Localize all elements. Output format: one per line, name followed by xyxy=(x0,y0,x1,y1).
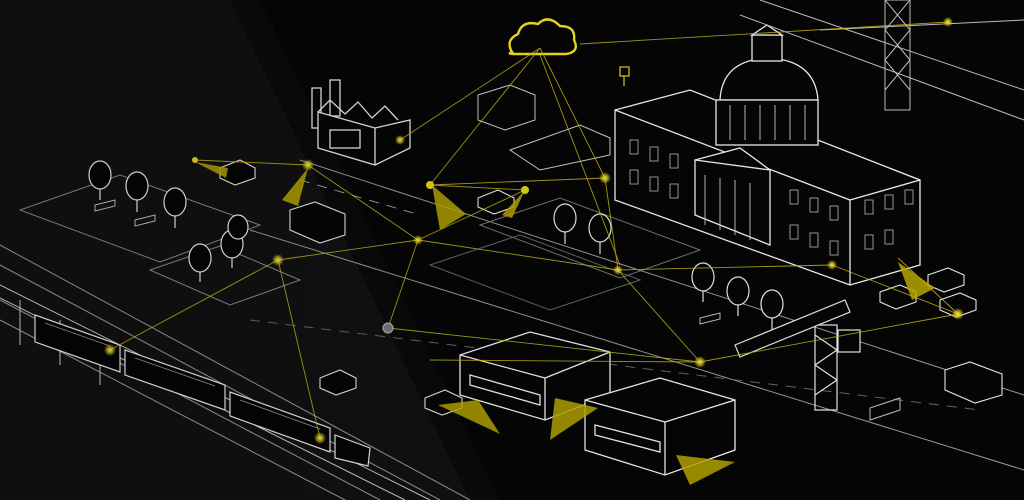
smart-city-illustration xyxy=(0,0,1024,500)
ambient-overlay xyxy=(0,0,1024,500)
city-isometric-svg xyxy=(0,0,1024,500)
